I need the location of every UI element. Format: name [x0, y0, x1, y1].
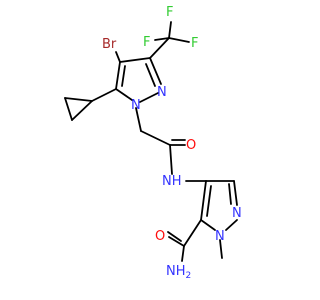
atom-n-pyrazole2-n2: N: [232, 206, 242, 221]
molecule-structure: Br F F F N N O NH N N O NH2: [64, 5, 242, 281]
atom-n-pyrazole1-n1: N: [131, 98, 141, 113]
atom-f-left: F: [143, 35, 150, 50]
bond-c3-n2: [149, 57, 162, 85]
bond-cf3-f-right: [168, 37, 190, 43]
bond-co-nh: [169, 144, 173, 175]
bonds: [64, 21, 238, 262]
bond-n2b-n1b: [225, 219, 238, 231]
bond-n1-c5: [115, 88, 133, 101]
bond-cf3-f-top: [168, 21, 172, 39]
bond-cp-b: [64, 97, 73, 121]
bond-c5b-c4b: [200, 180, 207, 221]
atom-nh2-label: NH: [166, 264, 186, 279]
bond-c3-n2-double: [145, 63, 156, 87]
molecule-canvas: Br F F F N N O NH N N O NH2: [64, 5, 242, 281]
bond-cp-a: [64, 97, 93, 102]
bond-camide-o-double: [167, 231, 182, 242]
bond-ch2-co: [140, 130, 171, 146]
bond-c4-c3: [119, 57, 151, 63]
bond-c5-c4-double: [121, 65, 126, 87]
atom-nh-amide: NH: [162, 174, 182, 189]
atom-f-top: F: [166, 5, 173, 20]
bond-n1b-c5b: [200, 219, 216, 231]
atom-nh2-subscript: 2: [186, 271, 192, 281]
atom-nh2: NH2: [166, 264, 191, 281]
bond-n2-n1: [139, 92, 159, 103]
bond-c5b-camide: [183, 219, 202, 247]
bond-c5b-c4b-double: [206, 185, 212, 217]
bond-c3b-n2b: [233, 180, 238, 206]
atom-labels: Br F F F N N O NH N N O NH2: [102, 5, 242, 281]
atom-o-carboxamide: O: [155, 229, 165, 244]
atom-f-right: F: [191, 36, 198, 51]
bond-c4-br: [115, 51, 121, 63]
bond-c5-c4: [115, 61, 121, 90]
bond-c3b-n2b-double: [228, 183, 232, 205]
bond-n1-ch2: [135, 107, 142, 132]
atom-o-amide: O: [186, 138, 196, 153]
atom-n-pyrazole2-n1: N: [215, 229, 225, 244]
bond-camide-o: [168, 236, 185, 247]
bond-n1b-methyl: [219, 239, 223, 259]
bond-cp-c: [71, 100, 93, 121]
atom-br: Br: [102, 37, 117, 52]
atom-n-pyrazole1-n2: N: [157, 85, 167, 100]
bond-c3-cf3: [149, 37, 170, 59]
bond-camide-nh2: [181, 245, 185, 262]
bond-cf3-f-left: [154, 37, 170, 41]
bond-c5-cyclopropyl: [91, 88, 117, 102]
